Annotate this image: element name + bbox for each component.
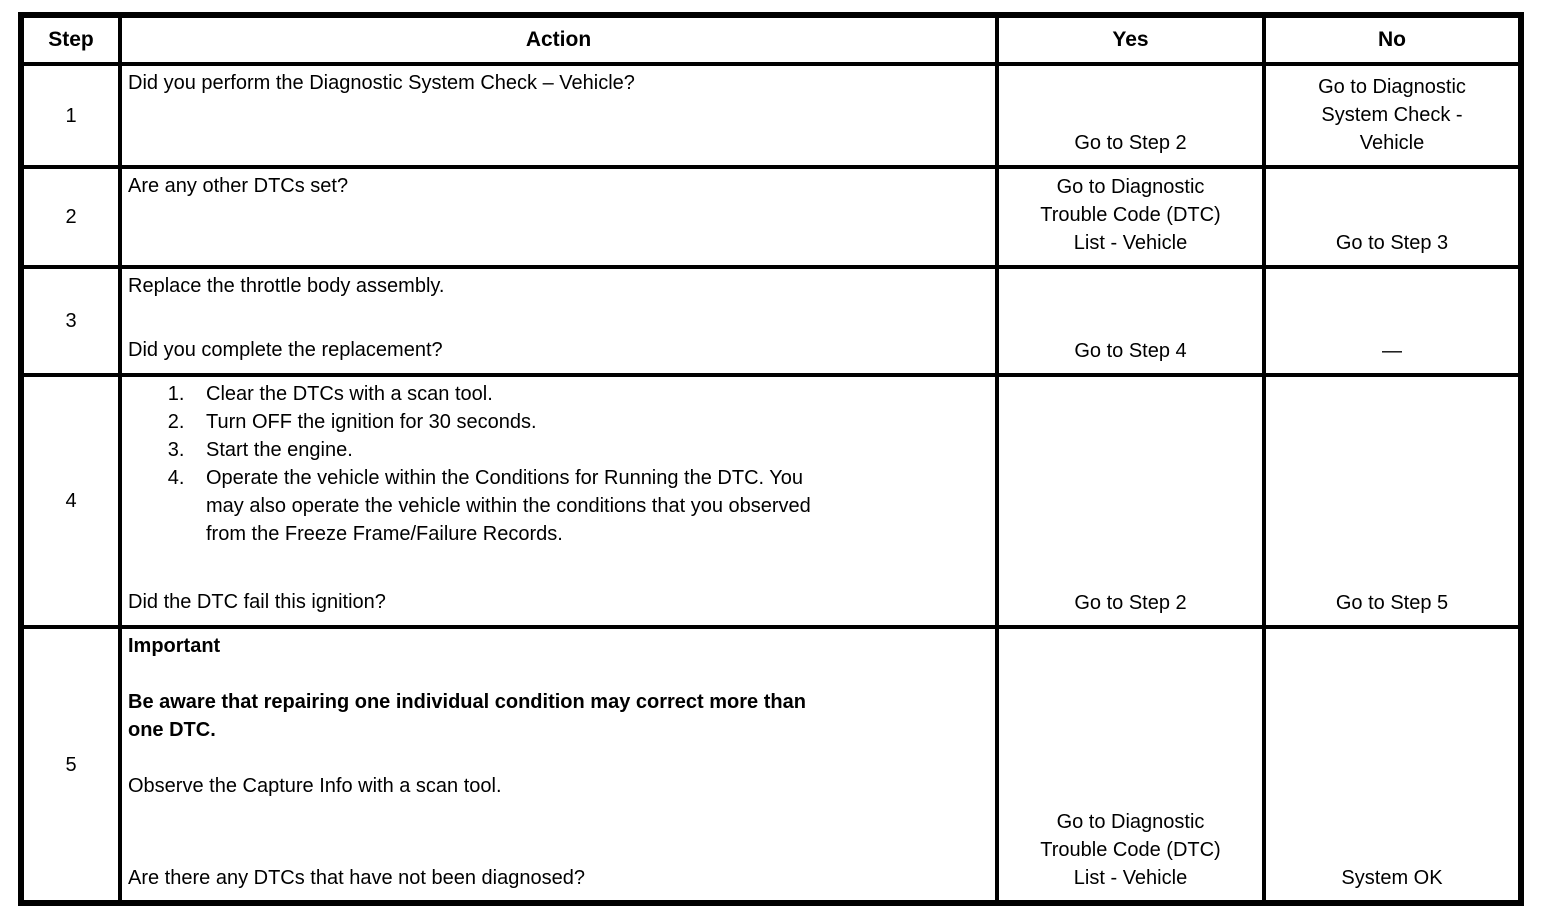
column-header-no: No — [1262, 13, 1523, 66]
yes-cell: Go to Diagnostic Trouble Code (DTC) List… — [995, 625, 1266, 905]
action-cell: Did you perform the Diagnostic System Ch… — [118, 62, 999, 169]
action-cell: Important Be aware that repairing one ind… — [118, 625, 999, 905]
action-text: Replace the throttle body assembly. — [128, 275, 445, 297]
action-step-item: Start the engine. — [190, 436, 985, 464]
no-cell: Go to Step 3 — [1262, 165, 1523, 269]
action-text: Did the DTC fail this ignition? — [128, 591, 386, 613]
action-text: Are there any DTCs that have not been di… — [128, 867, 585, 889]
step-number: 2 — [19, 165, 122, 269]
action-content: Are any other DTCs set? — [128, 172, 985, 253]
yes-cell: Go to Step 2 — [995, 62, 1266, 169]
column-header-action: Action — [118, 13, 999, 66]
yes-cell: Go to Step 2 — [995, 373, 1266, 629]
action-content: Important Be aware that repairing one ind… — [128, 632, 985, 892]
yes-cell: Go to Step 4 — [995, 265, 1266, 377]
action-step-item: Clear the DTCs with a scan tool. — [190, 380, 985, 408]
no-cell: Go to Step 5 — [1262, 373, 1523, 629]
action-content: Clear the DTCs with a scan tool.Turn OFF… — [128, 380, 985, 616]
table-row: 3 Replace the throttle body assembly. Did … — [19, 265, 1523, 377]
action-steps-list: Clear the DTCs with a scan tool.Turn OFF… — [128, 380, 985, 548]
column-header-step: Step — [19, 13, 122, 66]
action-important-text: Important — [128, 635, 221, 657]
step-number: 1 — [19, 62, 122, 169]
table-row: 5 Important Be aware that repairing one in… — [19, 625, 1523, 905]
table-row: 1 Did you perform the Diagnostic System C… — [19, 62, 1523, 169]
action-content: Replace the throttle body assembly. Did y… — [128, 272, 985, 364]
action-step-item: Operate the vehicle within the Condition… — [190, 464, 985, 548]
no-cell: Go to Diagnostic System Check - Vehicle — [1262, 62, 1523, 169]
step-number: 5 — [19, 625, 122, 905]
yes-cell: Go to Diagnostic Trouble Code (DTC) List… — [995, 165, 1266, 269]
action-cell: Are any other DTCs set? — [118, 165, 999, 269]
column-header-yes: Yes — [995, 13, 1266, 66]
table-row: 2 Are any other DTCs set? Go to Diagnostic… — [19, 165, 1523, 269]
no-cell: — — [1262, 265, 1523, 377]
blank-line — [128, 660, 985, 688]
blank-line — [128, 800, 985, 828]
blank-line — [128, 548, 985, 576]
action-text: Are any other DTCs set? — [128, 175, 349, 197]
action-content: Did you perform the Diagnostic System Ch… — [128, 69, 985, 156]
action-text: Did you perform the Diagnostic System Ch… — [128, 72, 635, 94]
step-number: 4 — [19, 373, 122, 629]
action-step-item: Turn OFF the ignition for 30 seconds. — [190, 408, 985, 436]
blank-line — [128, 300, 985, 328]
action-text: Did you complete the replacement? — [128, 339, 443, 361]
action-important-text: Be aware that repairing one individual c… — [128, 691, 806, 741]
table-row: 4Clear the DTCs with a scan tool.Turn OF… — [19, 373, 1523, 629]
action-text: Observe the Capture Info with a scan too… — [128, 775, 502, 797]
action-cell: Clear the DTCs with a scan tool.Turn OFF… — [118, 373, 999, 629]
blank-line — [128, 744, 985, 772]
action-cell: Replace the throttle body assembly. Did y… — [118, 265, 999, 377]
step-number: 3 — [19, 265, 122, 377]
no-cell: System OK — [1262, 625, 1523, 905]
